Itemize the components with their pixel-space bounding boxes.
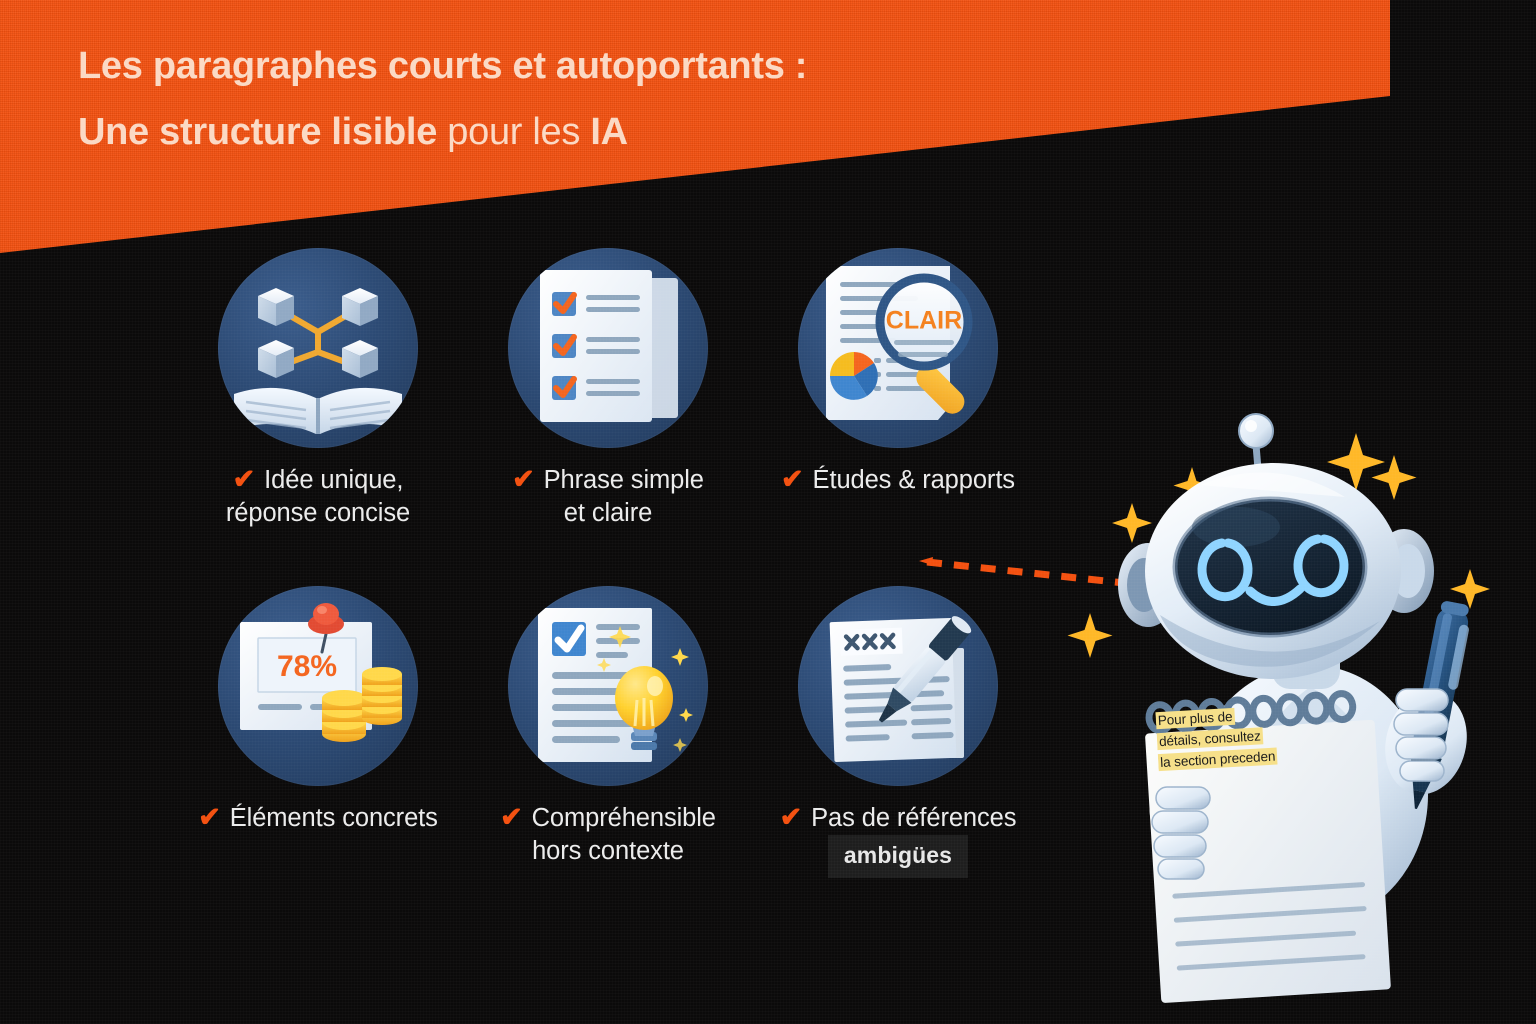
checklist-document-icon (508, 248, 708, 448)
criteria-item-4[interactable]: 78% (168, 586, 468, 835)
caption-text-line1: Études & rapports (812, 466, 1016, 494)
title-line-2-emphasis: IA (590, 110, 628, 153)
caption-row-secondary: ambigües (748, 834, 1048, 879)
check-icon: ✔ (781, 464, 804, 494)
document-lightbulb-icon (508, 586, 708, 786)
title-line-1: Les paragraphes courts et autoportants : (78, 45, 808, 87)
criteria-item-2[interactable]: ✔ Phrase simple et claire (458, 248, 758, 529)
title-line-2-regular: pour les (437, 110, 591, 153)
caption-row-primary: ✔ Phrase simple (458, 464, 758, 497)
caption-row-primary: ✔ Études & rapports (748, 464, 1048, 497)
ai-robot-mascot (1060, 395, 1530, 1003)
criteria-item-5[interactable]: ✔ Compréhensible hors contexte (458, 586, 758, 867)
caption-text-line1: Phrase simple (543, 466, 704, 494)
caption-row-primary: ✔ Idée unique, (168, 464, 468, 497)
caption-text-line1: Pas de références (811, 804, 1017, 832)
magnifier-report-icon: CLAIR (798, 248, 998, 448)
criteria-caption-1: ✔ Idée unique, réponse concise (168, 464, 468, 529)
caption-text-line1: Éléments concrets (229, 804, 438, 832)
criteria-caption-3: ✔ Études & rapports (748, 464, 1048, 497)
caption-text-line1: Idée unique, (264, 466, 404, 494)
network-cubes-open-book-icon (218, 248, 418, 448)
criteria-caption-4: ✔ Éléments concrets (168, 802, 468, 835)
caption-row-primary: ✔ Pas de références (748, 802, 1048, 835)
caption-text-line1: Compréhensible (531, 804, 716, 832)
check-icon: ✔ (512, 464, 535, 494)
criteria-caption-6: ✔ Pas de références ambigües (748, 802, 1048, 879)
caption-row-primary: ✔ Éléments concrets (168, 802, 468, 835)
crossed-out-document-pen-icon (798, 586, 998, 786)
criteria-caption-5: ✔ Compréhensible hors contexte (458, 802, 758, 867)
chart-value-label: 78% (277, 650, 337, 683)
criteria-item-3[interactable]: CLAIR ✔ Études & rapports (748, 248, 1048, 497)
page-title: Les paragraphes courts et autoportants :… (78, 44, 807, 155)
caption-text-line2: hors contexte (532, 836, 684, 865)
caption-text-line2: et claire (563, 498, 653, 527)
check-icon: ✔ (198, 802, 221, 832)
criteria-caption-2: ✔ Phrase simple et claire (458, 464, 758, 529)
caption-row-primary: ✔ Compréhensible (458, 802, 758, 835)
connector-dashes (926, 558, 1154, 590)
dashed-arrow-connector (905, 540, 1155, 600)
caption-text-line2-badge: ambigües (827, 834, 969, 879)
check-icon: ✔ (232, 464, 256, 494)
check-icon: ✔ (500, 802, 523, 832)
title-line-2-bold: Une structure lisible (78, 110, 438, 153)
caption-text-line2: réponse concise (225, 498, 411, 527)
criteria-item-1[interactable]: ✔ Idée unique, réponse concise (168, 248, 468, 529)
title-line-2: Une structure lisible pour les IA (78, 110, 807, 155)
magnifier-label: CLAIR (886, 307, 962, 335)
criteria-item-6[interactable]: ✔ Pas de références ambigües (748, 586, 1048, 879)
connector-arrowhead (919, 557, 933, 565)
check-icon: ✔ (779, 802, 803, 832)
pinned-chart-coins-icon: 78% (218, 586, 418, 786)
